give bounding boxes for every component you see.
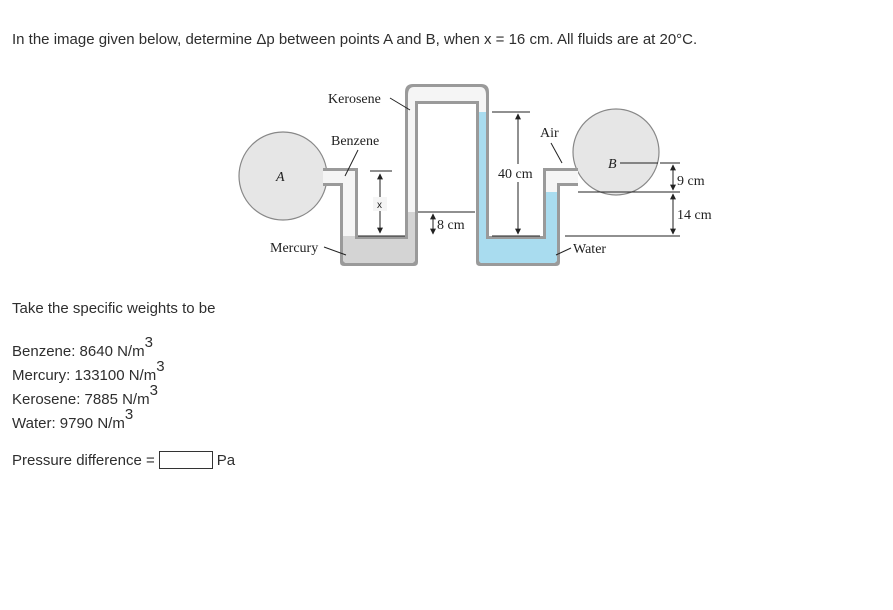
answer-label: Pressure difference = [12, 451, 155, 469]
point-a-label: A [275, 170, 285, 185]
answer-row: Pressure difference = Pa [12, 451, 235, 469]
water-leader [555, 247, 572, 256]
question-text: In the image given below, determine Δp b… [12, 31, 698, 48]
dim-8-label: 8 cm [437, 218, 465, 233]
weight-benzene: Benzene: 8640 N/m3 [12, 334, 153, 360]
x-label: x [377, 200, 382, 211]
intro-text: Take the specific weights to be [12, 300, 216, 317]
mercury-fill [343, 212, 415, 263]
water-label: Water [573, 242, 606, 257]
air-label: Air [540, 126, 559, 141]
weight-mercury: Mercury: 133100 N/m3 [12, 358, 165, 384]
dim-9-label: 9 cm [677, 174, 705, 189]
dim-40-label: 40 cm [498, 167, 533, 182]
mercury-label: Mercury [270, 241, 318, 256]
benzene-label: Benzene [331, 134, 379, 149]
mercury-leader [323, 246, 347, 256]
pressure-difference-input[interactable] [158, 451, 213, 469]
dim-14-label: 14 cm [677, 208, 712, 223]
benzene-leader [344, 149, 359, 177]
water-fill [479, 112, 557, 263]
kerosene-leader [389, 97, 411, 111]
answer-unit: Pa [216, 451, 236, 469]
specific-weights-list: Benzene: 8640 N/m3 Mercury: 133100 N/m3 … [12, 334, 165, 434]
kerosene-label: Kerosene [328, 92, 381, 107]
tank-b [572, 108, 660, 196]
weight-water: Water: 9790 N/m3 [12, 406, 134, 432]
point-b-label: B [608, 157, 617, 172]
air-leader [550, 142, 563, 164]
weight-kerosene: Kerosene: 7885 N/m3 [12, 382, 158, 408]
